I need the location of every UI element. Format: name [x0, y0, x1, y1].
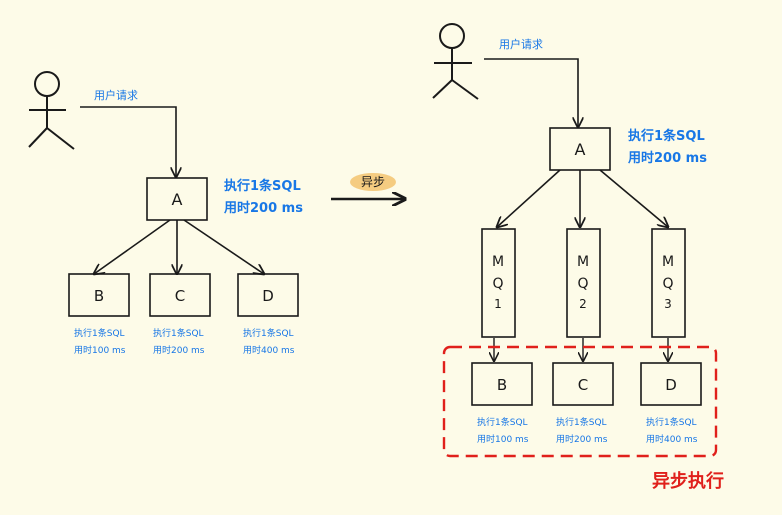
right-b-note-line1: 执行1条SQL	[477, 416, 528, 428]
right-d-note-line1: 执行1条SQL	[646, 416, 697, 428]
right-request-label: 用户请求	[499, 37, 543, 51]
left-b-note-line2: 用时100 ms	[74, 344, 126, 356]
right-queue-mq1	[481, 228, 516, 338]
right-c-note-line1: 执行1条SQL	[556, 416, 607, 428]
right-queue-mq1-char3: 1	[494, 297, 502, 311]
right-queue-mq2	[566, 228, 601, 338]
right-queue-mq3-char3: 3	[664, 297, 672, 311]
right-c-note-line2: 用时200 ms	[556, 433, 608, 445]
right-request-arrow	[484, 58, 578, 127]
left-d-note-line1: 执行1条SQL	[243, 327, 294, 339]
right-queue-mq2-char1: M	[577, 254, 589, 270]
left-node-c-label: C	[175, 287, 185, 305]
right-node-c-label: C	[578, 376, 588, 394]
right-queue-mq2-char3: 2	[579, 297, 587, 311]
right-user-figure	[432, 23, 479, 100]
left-node-a-label: A	[172, 190, 183, 209]
async-group-boundary	[442, 345, 718, 458]
left-node-b-label: B	[94, 287, 104, 305]
left-d-note-line2: 用时400 ms	[243, 344, 295, 356]
left-arrow-a-d	[183, 219, 264, 274]
right-arrow-a-mq3	[599, 169, 668, 227]
left-request-arrow	[80, 106, 176, 177]
left-node-d-label: D	[262, 287, 274, 305]
async-execution-label: 异步执行	[652, 470, 724, 492]
right-queue-mq3-char2: Q	[662, 276, 673, 292]
right-b-note-line2: 用时100 ms	[477, 433, 529, 445]
right-node-d	[640, 362, 702, 406]
left-a-note-line1: 执行1条SQL	[224, 178, 301, 194]
left-b-note-line1: 执行1条SQL	[74, 327, 125, 339]
right-queue-mq3-char1: M	[662, 254, 674, 270]
right-queue-mq1-char1: M	[492, 254, 504, 270]
left-node-b	[68, 273, 130, 317]
transition-label: 异步	[361, 175, 385, 189]
left-user-figure	[28, 71, 75, 150]
right-a-note-line2: 用时200 ms	[627, 150, 707, 166]
right-d-note-line2: 用时400 ms	[646, 433, 698, 445]
left-arrow-a-b	[94, 219, 171, 274]
transition-highlight	[350, 173, 396, 191]
right-node-b-label: B	[497, 376, 507, 394]
left-c-note-line1: 执行1条SQL	[153, 327, 204, 339]
right-queue-mq1-char2: Q	[492, 276, 503, 292]
left-node-d	[237, 273, 299, 317]
left-request-label: 用户请求	[94, 88, 138, 102]
right-a-note-line1: 执行1条SQL	[628, 128, 705, 144]
right-node-a-label: A	[575, 140, 586, 159]
right-queue-mq3	[651, 228, 686, 338]
right-node-d-label: D	[665, 376, 677, 394]
left-c-note-line2: 用时200 ms	[153, 344, 205, 356]
right-queue-mq2-char2: Q	[577, 276, 588, 292]
left-node-c	[149, 273, 211, 317]
left-a-note-line2: 用时200 ms	[223, 200, 303, 216]
right-node-c	[552, 362, 614, 406]
right-arrow-a-mq1	[497, 169, 561, 227]
right-node-b	[471, 362, 533, 406]
